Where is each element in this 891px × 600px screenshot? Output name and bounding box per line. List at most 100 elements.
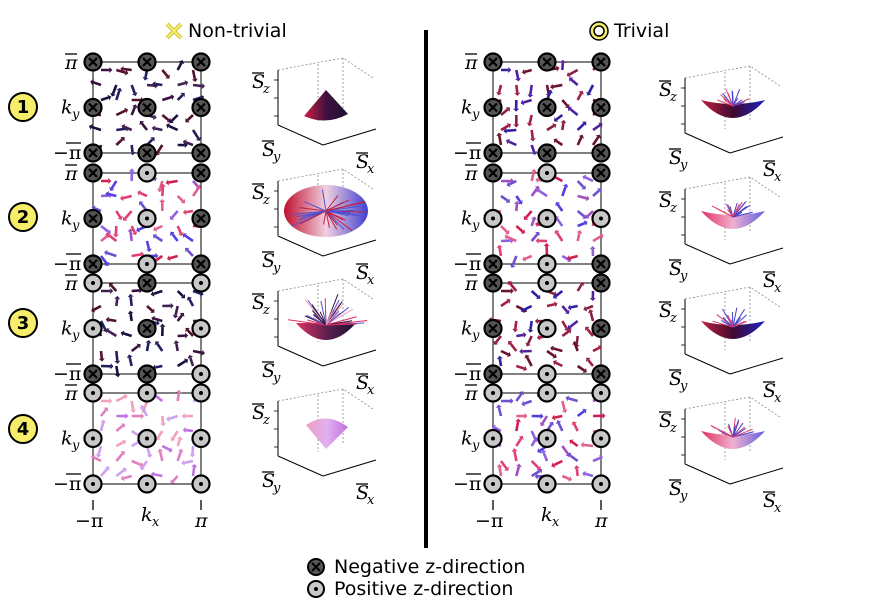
vortex-marker	[485, 476, 502, 493]
field-arrow	[130, 145, 136, 155]
field-arrow	[193, 83, 205, 89]
field-arrow	[516, 366, 527, 372]
field-arrow	[522, 256, 531, 262]
field-arrow	[562, 100, 569, 108]
field-arrow	[501, 461, 509, 471]
svg-text:z: z	[262, 193, 270, 208]
svg-text:y: y	[272, 371, 281, 386]
vortex-marker	[539, 145, 556, 162]
field-arrow	[170, 476, 177, 484]
left-vector-panel-3-minus-pi-label: −π	[53, 363, 81, 385]
field-arrow	[532, 413, 544, 419]
field-arrow	[185, 248, 193, 256]
field-arrow	[553, 360, 562, 366]
field-arrow	[536, 238, 547, 244]
field-arrow	[560, 60, 566, 70]
field-arrow	[516, 226, 525, 234]
field-arrow	[101, 288, 113, 294]
vortex-marker	[539, 165, 556, 182]
field-arrow	[514, 85, 520, 96]
field-arrow	[104, 250, 116, 256]
field-arrow	[129, 168, 135, 181]
field-arrow	[116, 394, 127, 401]
vortex-marker	[193, 145, 210, 162]
right-spin-plot-3-sz-label: Sz	[659, 300, 677, 326]
svg-text:y: y	[471, 108, 480, 123]
svg-text:k: k	[461, 428, 473, 450]
field-arrow	[501, 398, 514, 404]
vortex-marker	[139, 430, 156, 447]
left-spin-plot-3-sy-label: Sy	[262, 360, 281, 386]
cone-shape	[306, 418, 348, 449]
left-spin-plot-1	[274, 58, 376, 145]
vortex-marker	[593, 476, 610, 493]
left-spin-plot-2	[274, 169, 376, 256]
field-arrow	[183, 427, 193, 433]
field-arrow	[532, 291, 541, 299]
field-arrow	[160, 416, 166, 426]
vortex-marker	[593, 320, 610, 337]
left-vector-panel-2-minus-pi-label: −π	[53, 253, 81, 275]
right-vector-panel-3-minus-pi-label: −π	[453, 363, 481, 385]
vortex-marker	[593, 54, 610, 71]
field-arrow	[588, 309, 594, 321]
vortex-marker	[593, 145, 610, 162]
svg-text:π: π	[464, 383, 478, 405]
field-arrow	[106, 317, 117, 323]
field-arrow	[178, 80, 189, 86]
field-arrow	[507, 181, 517, 187]
field-arrow	[166, 179, 178, 185]
vortex-marker	[193, 210, 210, 227]
field-arrow	[568, 304, 578, 310]
axis-y	[278, 346, 323, 366]
field-arrow	[173, 306, 179, 318]
vortex-marker	[139, 210, 156, 227]
vortex-marker	[193, 54, 210, 71]
vortex-marker	[85, 476, 102, 493]
axis-x	[323, 350, 376, 366]
field-arrow	[90, 79, 101, 85]
field-arrow	[547, 123, 556, 130]
vortex-marker	[485, 210, 502, 227]
svg-text:z: z	[669, 90, 677, 105]
left-vector-panel-2-pi-label: π	[64, 163, 78, 185]
field-arrow	[146, 340, 152, 351]
right-spin-plot-2-sz-label: Sz	[659, 190, 677, 216]
left-spin-plot-2-sy-label: Sy	[262, 250, 281, 276]
field-arrow	[572, 341, 578, 351]
left-kx-axis-minus-pi: −π	[75, 510, 103, 532]
field-arrow	[101, 466, 110, 476]
field-arrow	[578, 135, 584, 145]
field-arrow	[116, 108, 128, 115]
svg-text:y: y	[71, 439, 80, 454]
svg-text:k: k	[141, 504, 153, 526]
field-arrow	[185, 115, 193, 122]
field-arrow	[120, 195, 132, 201]
svg-text:k: k	[61, 318, 73, 340]
field-arrow	[116, 211, 122, 220]
svg-text:z: z	[262, 303, 270, 318]
field-arrow	[146, 241, 152, 252]
field-arrow	[182, 413, 193, 419]
left-vector-panel-4-pi-label: π	[64, 383, 78, 405]
svg-text:y: y	[71, 219, 80, 234]
vortex-marker	[193, 165, 210, 182]
field-arrow	[562, 184, 568, 196]
field-arrow	[544, 243, 550, 256]
vortex-marker	[85, 210, 102, 227]
axis-y	[278, 125, 323, 145]
field-arrow	[554, 138, 563, 145]
vortex-marker	[485, 54, 502, 71]
svg-text:y: y	[272, 261, 281, 276]
cone-shape	[296, 323, 356, 340]
field-arrow	[178, 226, 184, 236]
axis-x	[323, 460, 376, 476]
axis-x	[730, 358, 783, 374]
svg-text:z: z	[669, 201, 677, 216]
vortex-marker	[193, 476, 210, 493]
left-spin-plot-4-sz-label: Sz	[252, 402, 270, 428]
field-arrow	[116, 88, 122, 100]
field-arrow	[524, 355, 531, 366]
